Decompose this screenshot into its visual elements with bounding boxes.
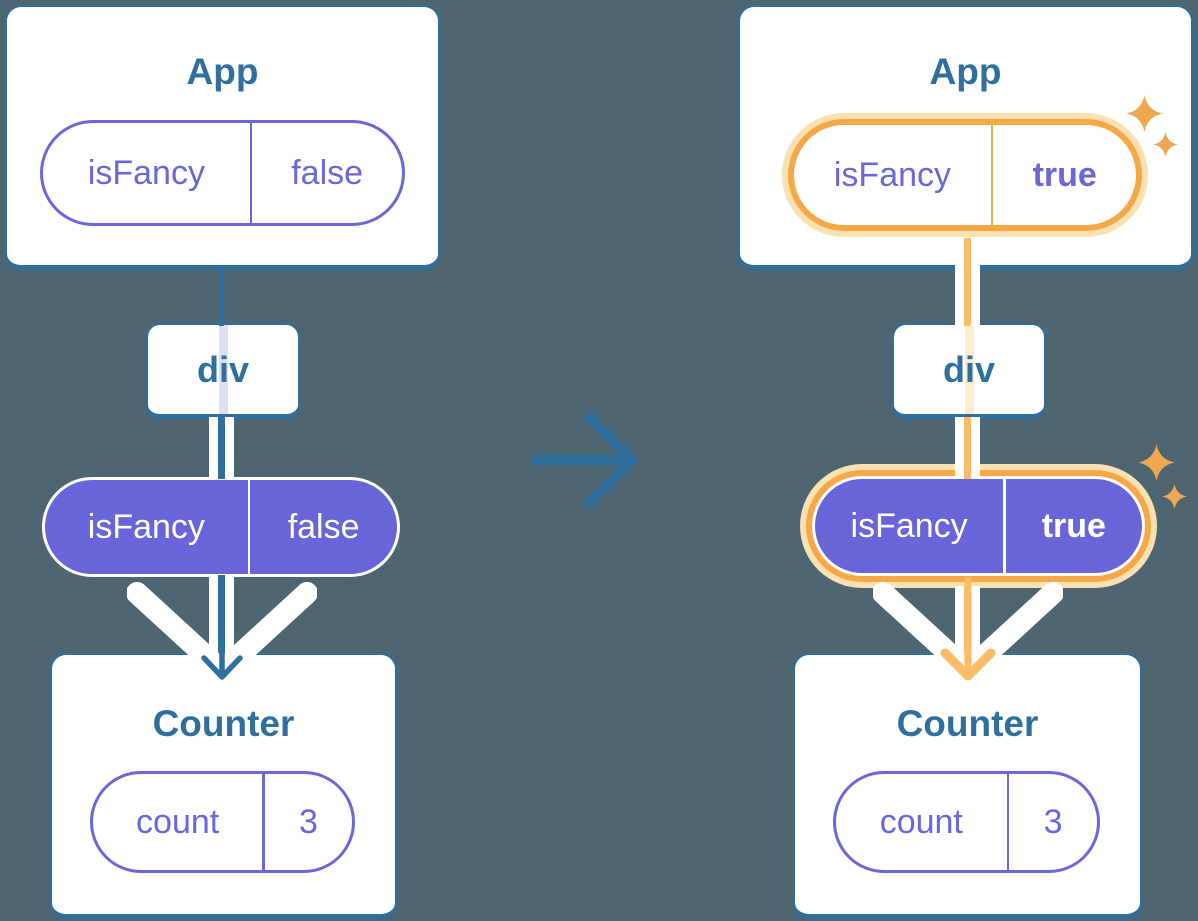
pill-divider [1006,774,1010,870]
wire-core [964,238,971,326]
left-app-box: App isFancy false [5,5,440,270]
wire-white [971,417,980,479]
right-app-state-pill-highlighted: isFancy true [782,113,1148,237]
sparkles-icon [1162,484,1187,509]
right-counter-state-pill: count 3 [833,771,1100,873]
wire-white [971,586,980,655]
highlight-ring: isFancy true [788,119,1142,231]
left-edge-app-div [219,266,224,326]
wire-core [964,417,971,479]
prop-key: isFancy [87,507,205,546]
prop-key: isFancy [850,506,968,545]
wire-white [225,417,234,479]
wire-white [209,417,218,479]
right-prop-wire-div-to-pill [955,417,980,479]
sparkles-icon [1153,132,1178,157]
state-value: 3 [1043,802,1063,841]
highlight-ring: isFancy true [806,470,1151,582]
wire-white [971,238,980,326]
left-app-state-pill: isFancy false [40,120,405,226]
state-value: false [291,153,364,192]
left-app-title: App [186,51,259,92]
right-counter-title: Counter [896,703,1039,744]
right-counter-box: Counter count 3 [793,653,1142,919]
wire-white [225,575,234,655]
left-flow-arrow-icon [127,577,317,682]
pill-divider [262,774,265,870]
left-prop-stripe [219,325,228,414]
right-flow-arrow-icon [873,577,1063,682]
state-key: isFancy [833,155,952,194]
pill-divider [990,125,994,225]
right-prop-stripe [965,325,974,414]
pill-divider [1003,479,1006,573]
right-app-title: App [929,51,1002,92]
right-div-box: div [892,323,1046,419]
state-key: count [136,802,220,841]
left-counter-state-pill: count 3 [90,771,355,873]
left-counter-box: Counter count 3 [50,653,397,919]
right-div-title: div [942,348,995,390]
left-div-title: div [196,348,249,390]
left-div-box: div [146,323,300,419]
state-value: 3 [298,802,318,841]
left-prop-wire-div-to-pill [209,417,234,479]
prop-value: false [287,507,360,546]
right-app-box: App isFancy true [738,5,1193,270]
sparkles-icon [1126,95,1163,132]
wire-white [955,417,964,479]
right-prop-wire-app-to-div [955,238,980,326]
wire-white [209,575,218,655]
left-prop-pill: isFancy false [42,477,400,577]
pill-divider [249,123,253,223]
state-value: true [1032,155,1097,194]
left-counter-title: Counter [152,703,295,744]
wire-core [218,417,225,479]
state-key: count [879,802,963,841]
arrow-right-icon [531,413,637,507]
sparkles-icon [1138,444,1175,481]
wire-white [955,586,964,655]
wire-white [955,238,964,326]
state-key: isFancy [87,153,205,192]
prop-value: true [1041,506,1106,545]
right-prop-pill-highlighted: isFancy true [800,464,1157,588]
pill-divider [247,480,251,574]
